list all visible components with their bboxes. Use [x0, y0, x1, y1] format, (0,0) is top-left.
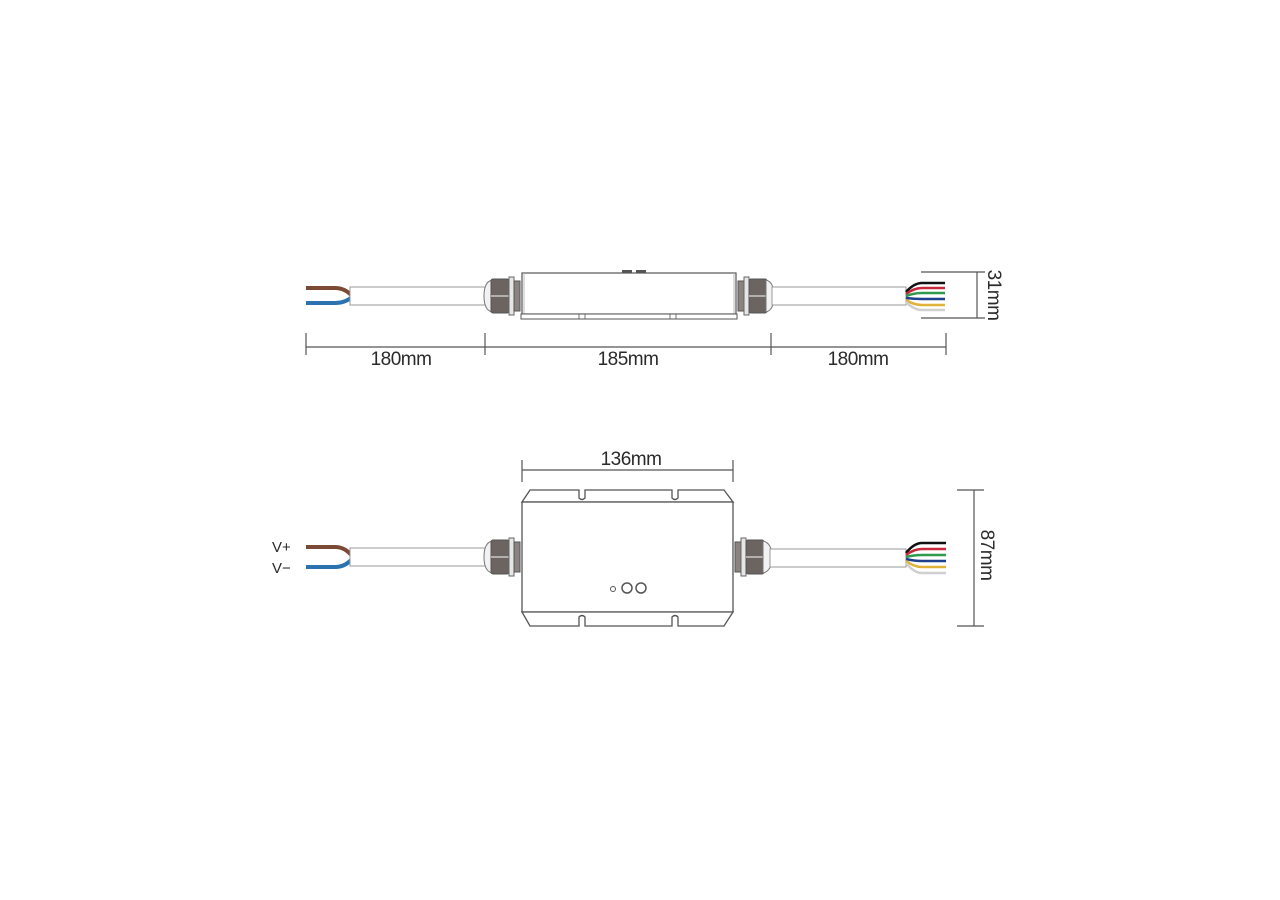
top-left-cable [349, 547, 487, 567]
top-enclosure-body [520, 489, 735, 627]
v-minus-label: V− [272, 560, 291, 577]
body-length-label: 185mm [598, 349, 659, 370]
body-width-label: 136mm [601, 449, 662, 470]
side-length-dimension [305, 333, 947, 355]
side-left-cable [349, 286, 487, 306]
side-input-wires [306, 286, 354, 305]
top-left-cable-gland [483, 537, 521, 577]
top-right-cable-gland [734, 537, 773, 577]
side-output-wires [905, 281, 945, 312]
top-view: V+ V− [272, 449, 997, 627]
side-body [520, 270, 738, 320]
side-right-cable-gland [737, 276, 775, 316]
wire-brown [306, 286, 354, 298]
button-2 [635, 582, 647, 594]
side-left-cable-gland [483, 276, 521, 316]
right-cable-length-label: 180mm [828, 349, 889, 370]
side-height-label: 31mm [983, 270, 1004, 321]
top-output-wires [904, 541, 946, 575]
wire-brown [306, 545, 354, 558]
top-width-dimension [521, 460, 734, 482]
wire-blue [306, 295, 354, 305]
side-right-cable [771, 286, 907, 306]
button-1 [621, 582, 633, 594]
left-cable-length-label: 180mm [371, 349, 432, 370]
top-input-wires [306, 545, 354, 569]
top-right-cable [769, 548, 907, 568]
side-view: 180mm 185mm 180mm 31mm [305, 270, 1004, 370]
v-plus-label: V+ [272, 539, 291, 556]
top-height-label: 87mm [976, 530, 997, 581]
wire-blue [306, 557, 354, 569]
top-height-dimension [957, 489, 984, 627]
top-indicators [610, 582, 647, 594]
led-indicator [610, 586, 616, 592]
side-height-dimension [921, 271, 985, 319]
